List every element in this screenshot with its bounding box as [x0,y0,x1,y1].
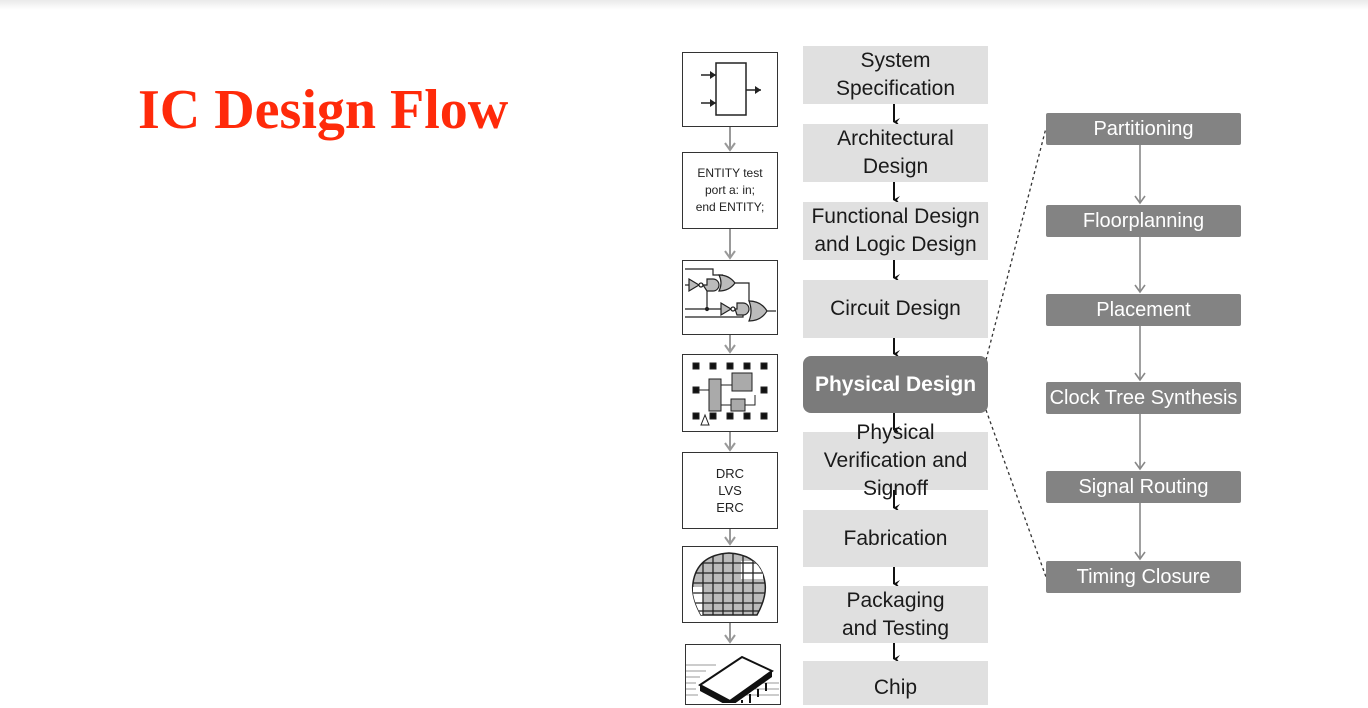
layout-icon [682,354,778,432]
step-label: Chip [873,676,918,699]
step-label: Circuit Design [830,297,961,320]
hdl-line: ENTITY test [697,166,763,180]
step-label: Fabrication [843,526,948,550]
wafer-icon [682,546,778,623]
substep-timing-closure: Timing Closure [1046,561,1241,593]
substep-signal-routing: Signal Routing [1046,471,1241,503]
chip-package-icon [685,644,781,708]
step-chip: Chip [803,661,988,705]
hdl-line: end ENTITY; [695,200,765,214]
step-circuit-design: Circuit Design [803,280,988,338]
substep-clock-tree-synthesis: Clock Tree Synthesis [1046,382,1241,414]
substep-placement: Placement [1046,294,1241,326]
step-physical-verification: Physical Verification and Signoff [803,421,988,500]
step-label: System Specification [835,49,956,100]
hdl-code-icon: ENTITY test port a: in; end ENTITY; [682,152,778,229]
substep-floorplanning: Floorplanning [1046,205,1241,237]
step-label: Physical Design [814,372,977,396]
logic-gates-icon [682,260,778,335]
verification-line: LVS [718,483,742,498]
hdl-line: port a: in; [704,183,756,197]
verification-line: ERC [716,500,744,515]
slide-title: IC Design Flow [138,79,509,141]
step-label: Packaging and Testing [841,588,950,640]
step-label: Architectural Design [837,127,954,178]
step-label: Functional Design and Logic Design [811,205,980,256]
step-physical-design: Physical Design [803,356,988,413]
substep-partitioning: Partitioning [1046,113,1241,145]
step-architectural-design: Architectural Design [803,124,988,182]
top-shadow [0,0,1368,10]
step-fabrication: Fabrication [803,510,988,567]
step-label: Physical Verification and Signoff [823,421,968,500]
step-packaging-testing: Packaging and Testing [803,586,988,643]
step-functional-logic-design: Functional Design and Logic Design [803,202,988,260]
step-system-specification: System Specification [803,46,988,104]
expansion-dashed-lines [985,127,1047,578]
block-diagram-icon [682,52,778,127]
verification-icon: DRC LVS ERC [682,452,778,529]
verification-line: DRC [715,466,745,481]
